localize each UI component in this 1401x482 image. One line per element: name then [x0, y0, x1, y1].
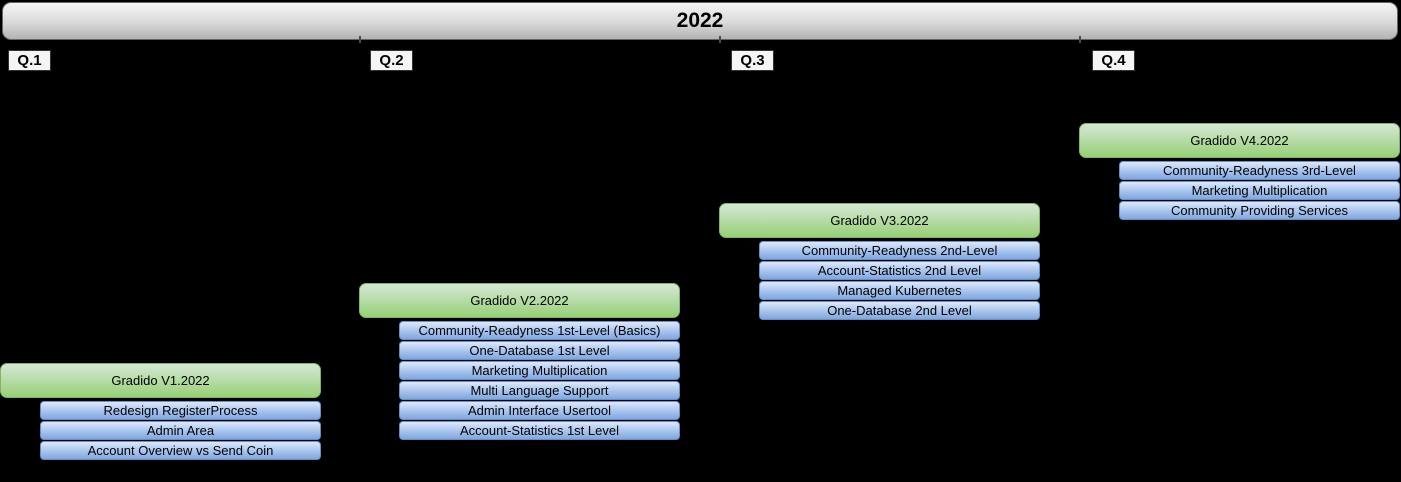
roadmap-item: Account-Statistics 1st Level	[399, 421, 680, 440]
roadmap-item: One-Database 2nd Level	[759, 301, 1040, 320]
release-group-q1: Gradido V1.2022 Redesign RegisterProcess…	[0, 363, 321, 460]
roadmap-item: Multi Language Support	[399, 381, 680, 400]
year-header: 2022	[2, 2, 1398, 40]
roadmap-item: Marketing Multiplication	[1119, 181, 1400, 200]
quarter-label-q4: Q.4	[1092, 50, 1135, 71]
roadmap-item: Admin Area	[40, 421, 321, 440]
roadmap-item: Account Overview vs Send Coin	[40, 441, 321, 460]
roadmap-item: Managed Kubernetes	[759, 281, 1040, 300]
release-box: Gradido V4.2022	[1079, 123, 1400, 158]
item-list: Community-Readyness 2nd-Level Account-St…	[759, 241, 1040, 320]
item-list: Community-Readyness 1st-Level (Basics) O…	[399, 321, 680, 440]
roadmap-item: Community-Readyness 1st-Level (Basics)	[399, 321, 680, 340]
item-list: Redesign RegisterProcess Admin Area Acco…	[40, 401, 321, 460]
release-group-q2: Gradido V2.2022 Community-Readyness 1st-…	[359, 283, 680, 440]
roadmap-item: Marketing Multiplication	[399, 361, 680, 380]
quarter-tick	[719, 36, 721, 43]
roadmap-item: Community-Readyness 2nd-Level	[759, 241, 1040, 260]
release-group-q4: Gradido V4.2022 Community-Readyness 3rd-…	[1079, 123, 1400, 220]
quarter-tick	[359, 36, 361, 43]
quarter-label-q2: Q.2	[370, 50, 413, 71]
quarter-tick	[1079, 36, 1081, 43]
roadmap-item: Community-Readyness 3rd-Level	[1119, 161, 1400, 180]
release-box: Gradido V1.2022	[0, 363, 321, 398]
quarter-label-q1: Q.1	[8, 50, 51, 71]
roadmap-item: Community Providing Services	[1119, 201, 1400, 220]
release-box: Gradido V2.2022	[359, 283, 680, 318]
roadmap-item: Admin Interface Usertool	[399, 401, 680, 420]
item-list: Community-Readyness 3rd-Level Marketing …	[1119, 161, 1400, 220]
roadmap-item: One-Database 1st Level	[399, 341, 680, 360]
release-box: Gradido V3.2022	[719, 203, 1040, 238]
roadmap-item: Redesign RegisterProcess	[40, 401, 321, 420]
quarter-label-q3: Q.3	[731, 50, 774, 71]
release-group-q3: Gradido V3.2022 Community-Readyness 2nd-…	[719, 203, 1040, 320]
roadmap-item: Account-Statistics 2nd Level	[759, 261, 1040, 280]
